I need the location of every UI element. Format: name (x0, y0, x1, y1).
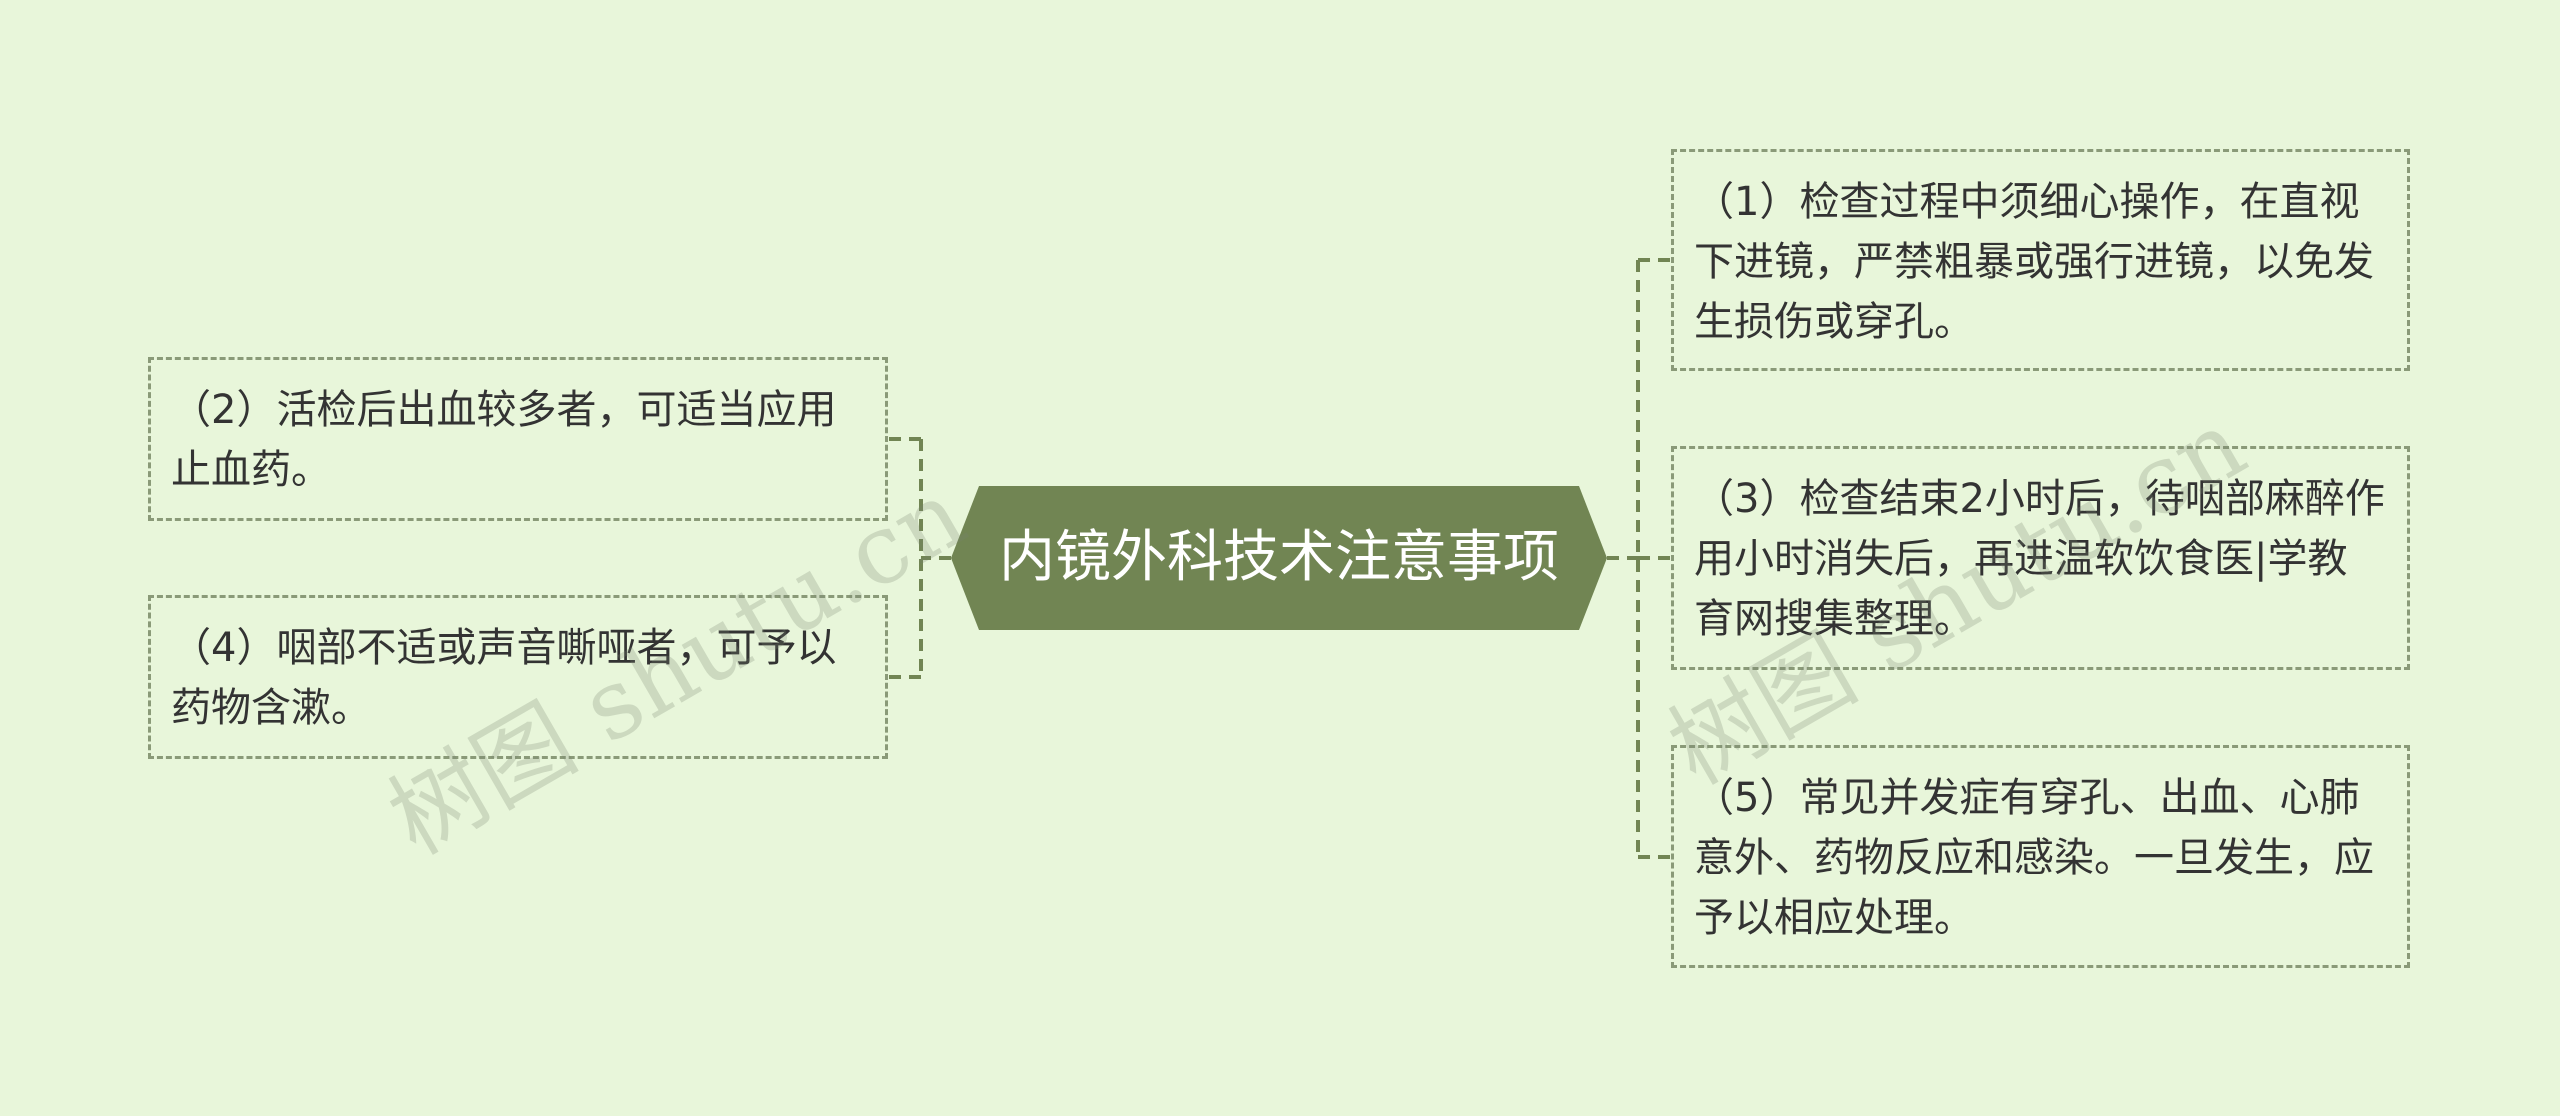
topic-3-text: （3）检查结束2小时后，待咽部麻醉作用小时消失后，再进温软饮食医|学教育网搜集整… (1694, 476, 2385, 642)
topic-2-text: （2）活检后出血较多者，可适当应用止血药。 (171, 387, 837, 493)
central-topic-shape (951, 486, 1607, 630)
topic-4[interactable]: （4）咽部不适或声音嘶哑者，可予以药物含漱。 (148, 595, 888, 759)
topic-1[interactable]: （1）检查过程中须细心操作，在直视下进镜，严禁粗暴或强行进镜，以免发生损伤或穿孔… (1671, 149, 2410, 371)
topic-5-text: （5）常见并发症有穿孔、出血、心肺意外、药物反应和感染。一旦发生，应予以相应处理… (1694, 775, 2374, 941)
topic-1-text: （1）检查过程中须细心操作，在直视下进镜，严禁粗暴或强行进镜，以免发生损伤或穿孔… (1694, 179, 2374, 345)
central-topic[interactable]: 内镜外科技术注意事项 (951, 486, 1607, 630)
topic-4-text: （4）咽部不适或声音嘶哑者，可予以药物含漱。 (171, 625, 837, 731)
central-topic-label: 内镜外科技术注意事项 (999, 525, 1559, 590)
topic-2[interactable]: （2）活检后出血较多者，可适当应用止血药。 (148, 357, 888, 521)
topic-5[interactable]: （5）常见并发症有穿孔、出血、心肺意外、药物反应和感染。一旦发生，应予以相应处理… (1671, 745, 2410, 968)
topic-3[interactable]: （3）检查结束2小时后，待咽部麻醉作用小时消失后，再进温软饮食医|学教育网搜集整… (1671, 446, 2410, 670)
